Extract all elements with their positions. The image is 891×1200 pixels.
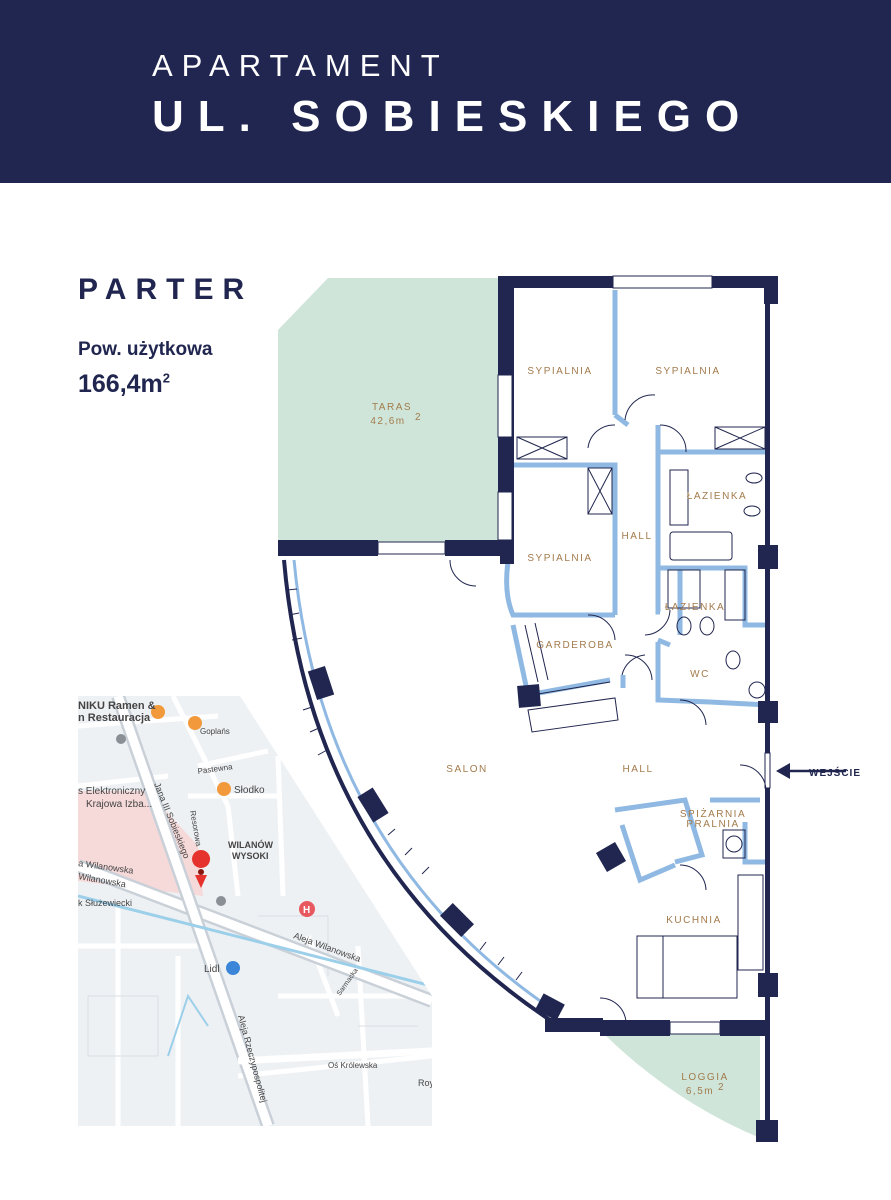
cafe-pin-icon (217, 782, 231, 796)
room-label-loggia: LOGGIA (681, 1072, 728, 1083)
title-street: UL. SOBIESKIEGO (152, 92, 754, 141)
map-label: Krajowa Izba... (86, 799, 152, 810)
floor-plan-svg: TARAS 42,6m 2 SYPIALNIA SYPIALNIA SYPIAL… (278, 275, 861, 1142)
svg-text:H: H (303, 905, 310, 916)
room-label-pralnia: PRALNIA (686, 819, 739, 830)
floor-title: PARTER (78, 273, 254, 306)
entry-label: WEJŚCIE (809, 766, 861, 779)
room-label-taras: TARAS (372, 402, 412, 413)
fixtures (516, 426, 766, 999)
map-label: NIKU Ramen & (78, 700, 156, 712)
transit-pin-icon (116, 734, 126, 744)
hospital-pin-icon (299, 901, 315, 917)
area-unit-sup: 2 (162, 370, 171, 386)
room-label-hall-2: HALL (622, 764, 653, 775)
room-label-sypialnia-1: SYPIALNIA (527, 366, 592, 377)
room-label-salon: SALON (446, 764, 487, 775)
room-label-sypialnia-3: SYPIALNIA (527, 553, 592, 564)
room-area-taras: 42,6m (370, 416, 405, 427)
map-label: n Restauracja (78, 712, 151, 724)
entry-arrowhead-icon (776, 763, 790, 779)
map-label: s Elektroniczny (78, 786, 145, 797)
terrace-area (278, 278, 500, 542)
restaurant-pin-icon-2 (188, 716, 202, 730)
map-label: Słodko (234, 785, 265, 796)
area-value: 166,4m2 (78, 370, 170, 399)
room-area-loggia-sup: 2 (718, 1082, 725, 1093)
area-number: 166,4m (78, 370, 163, 398)
map-label: Roy (418, 1078, 432, 1088)
map-svg: H NIKU Ramen & n Restauracja Goplańs Pas… (78, 696, 432, 1126)
restaurant-pin-icon (151, 705, 165, 719)
header-banner: APARTAMENT UL. SOBIESKIEGO (0, 0, 891, 183)
map-label: Lidl (204, 964, 220, 975)
room-label-sypialnia-2: SYPIALNIA (655, 366, 720, 377)
map-label: k Służewiecki (78, 898, 132, 908)
map-label: Goplańs (200, 727, 230, 736)
room-area-taras-sup: 2 (415, 412, 422, 423)
inner-walls (504, 290, 769, 884)
map-label: Oś Królewska (328, 1061, 378, 1070)
room-label-wc: WC (690, 669, 710, 680)
room-label-hall-1: HALL (621, 531, 652, 542)
loggia-area (600, 1030, 760, 1138)
outer-walls (278, 276, 778, 1142)
shop-pin-icon (226, 961, 240, 975)
title-apartament: APARTAMENT (152, 48, 449, 83)
area-label: Pow. użytkowa (78, 339, 213, 360)
location-marker-icon (192, 850, 211, 868)
room-label-garderoba: GARDEROBA (536, 640, 613, 651)
room-label-lazienka-2: ŁAZIENKA (665, 602, 725, 613)
location-map[interactable]: H NIKU Ramen & n Restauracja Goplańs Pas… (78, 696, 432, 1126)
room-label-spizarnia: SPIŻARNIA (680, 807, 746, 820)
floor-plan: TARAS 42,6m 2 SYPIALNIA SYPIALNIA SYPIAL… (270, 270, 891, 1150)
room-label-kuchnia: KUCHNIA (666, 915, 722, 926)
transit-pin-icon-2 (216, 896, 226, 906)
map-label: WILANÓW (228, 839, 273, 850)
room-label-lazienka-1: ŁAZIENKA (687, 491, 747, 502)
room-area-loggia: 6,5m (686, 1086, 714, 1097)
map-label: WYSOKI (232, 851, 269, 861)
